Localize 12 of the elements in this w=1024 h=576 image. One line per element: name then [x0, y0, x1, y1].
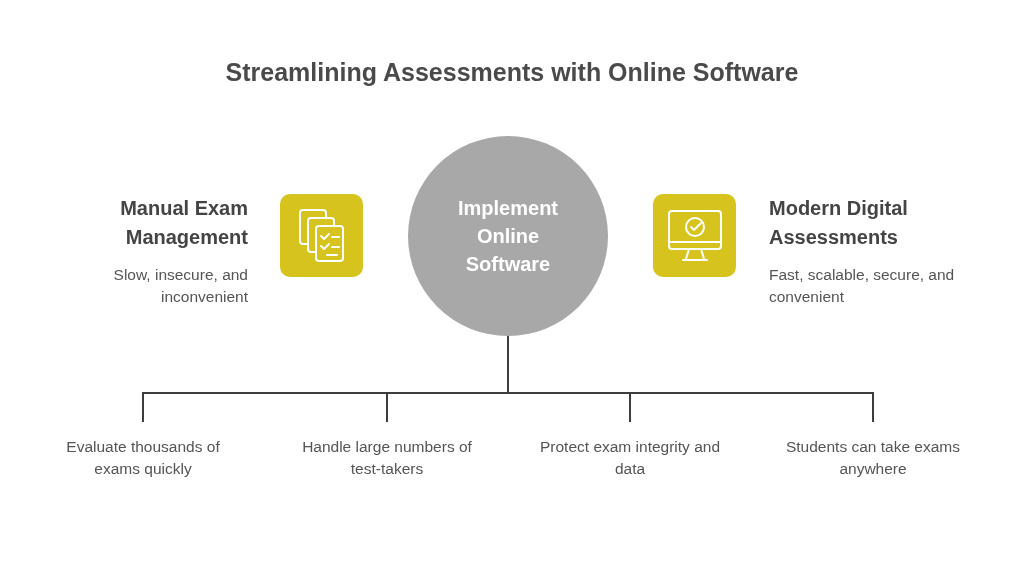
benefit-text: Protect exam integrity and data — [537, 436, 723, 480]
side-heading: Modern Digital Assessments — [769, 196, 909, 250]
side-description: Fast, scalable, secure, and convenient — [769, 265, 956, 307]
title: Streamlining Assessments with Online Software — [224, 58, 800, 87]
side-heading: Manual Exam Management — [119, 196, 248, 250]
benefit-text: Handle large numbers of test-takers — [294, 436, 480, 480]
icon-tile — [280, 194, 363, 277]
benefit-text: Evaluate thousands of exams quickly — [50, 436, 236, 480]
benefit-text: Students can take exams anywhere — [780, 436, 966, 480]
circle-label: Implement Online Software — [457, 196, 559, 277]
icon-tile — [653, 194, 736, 277]
side-description: Slow, insecure, and inconvenient — [112, 265, 248, 307]
